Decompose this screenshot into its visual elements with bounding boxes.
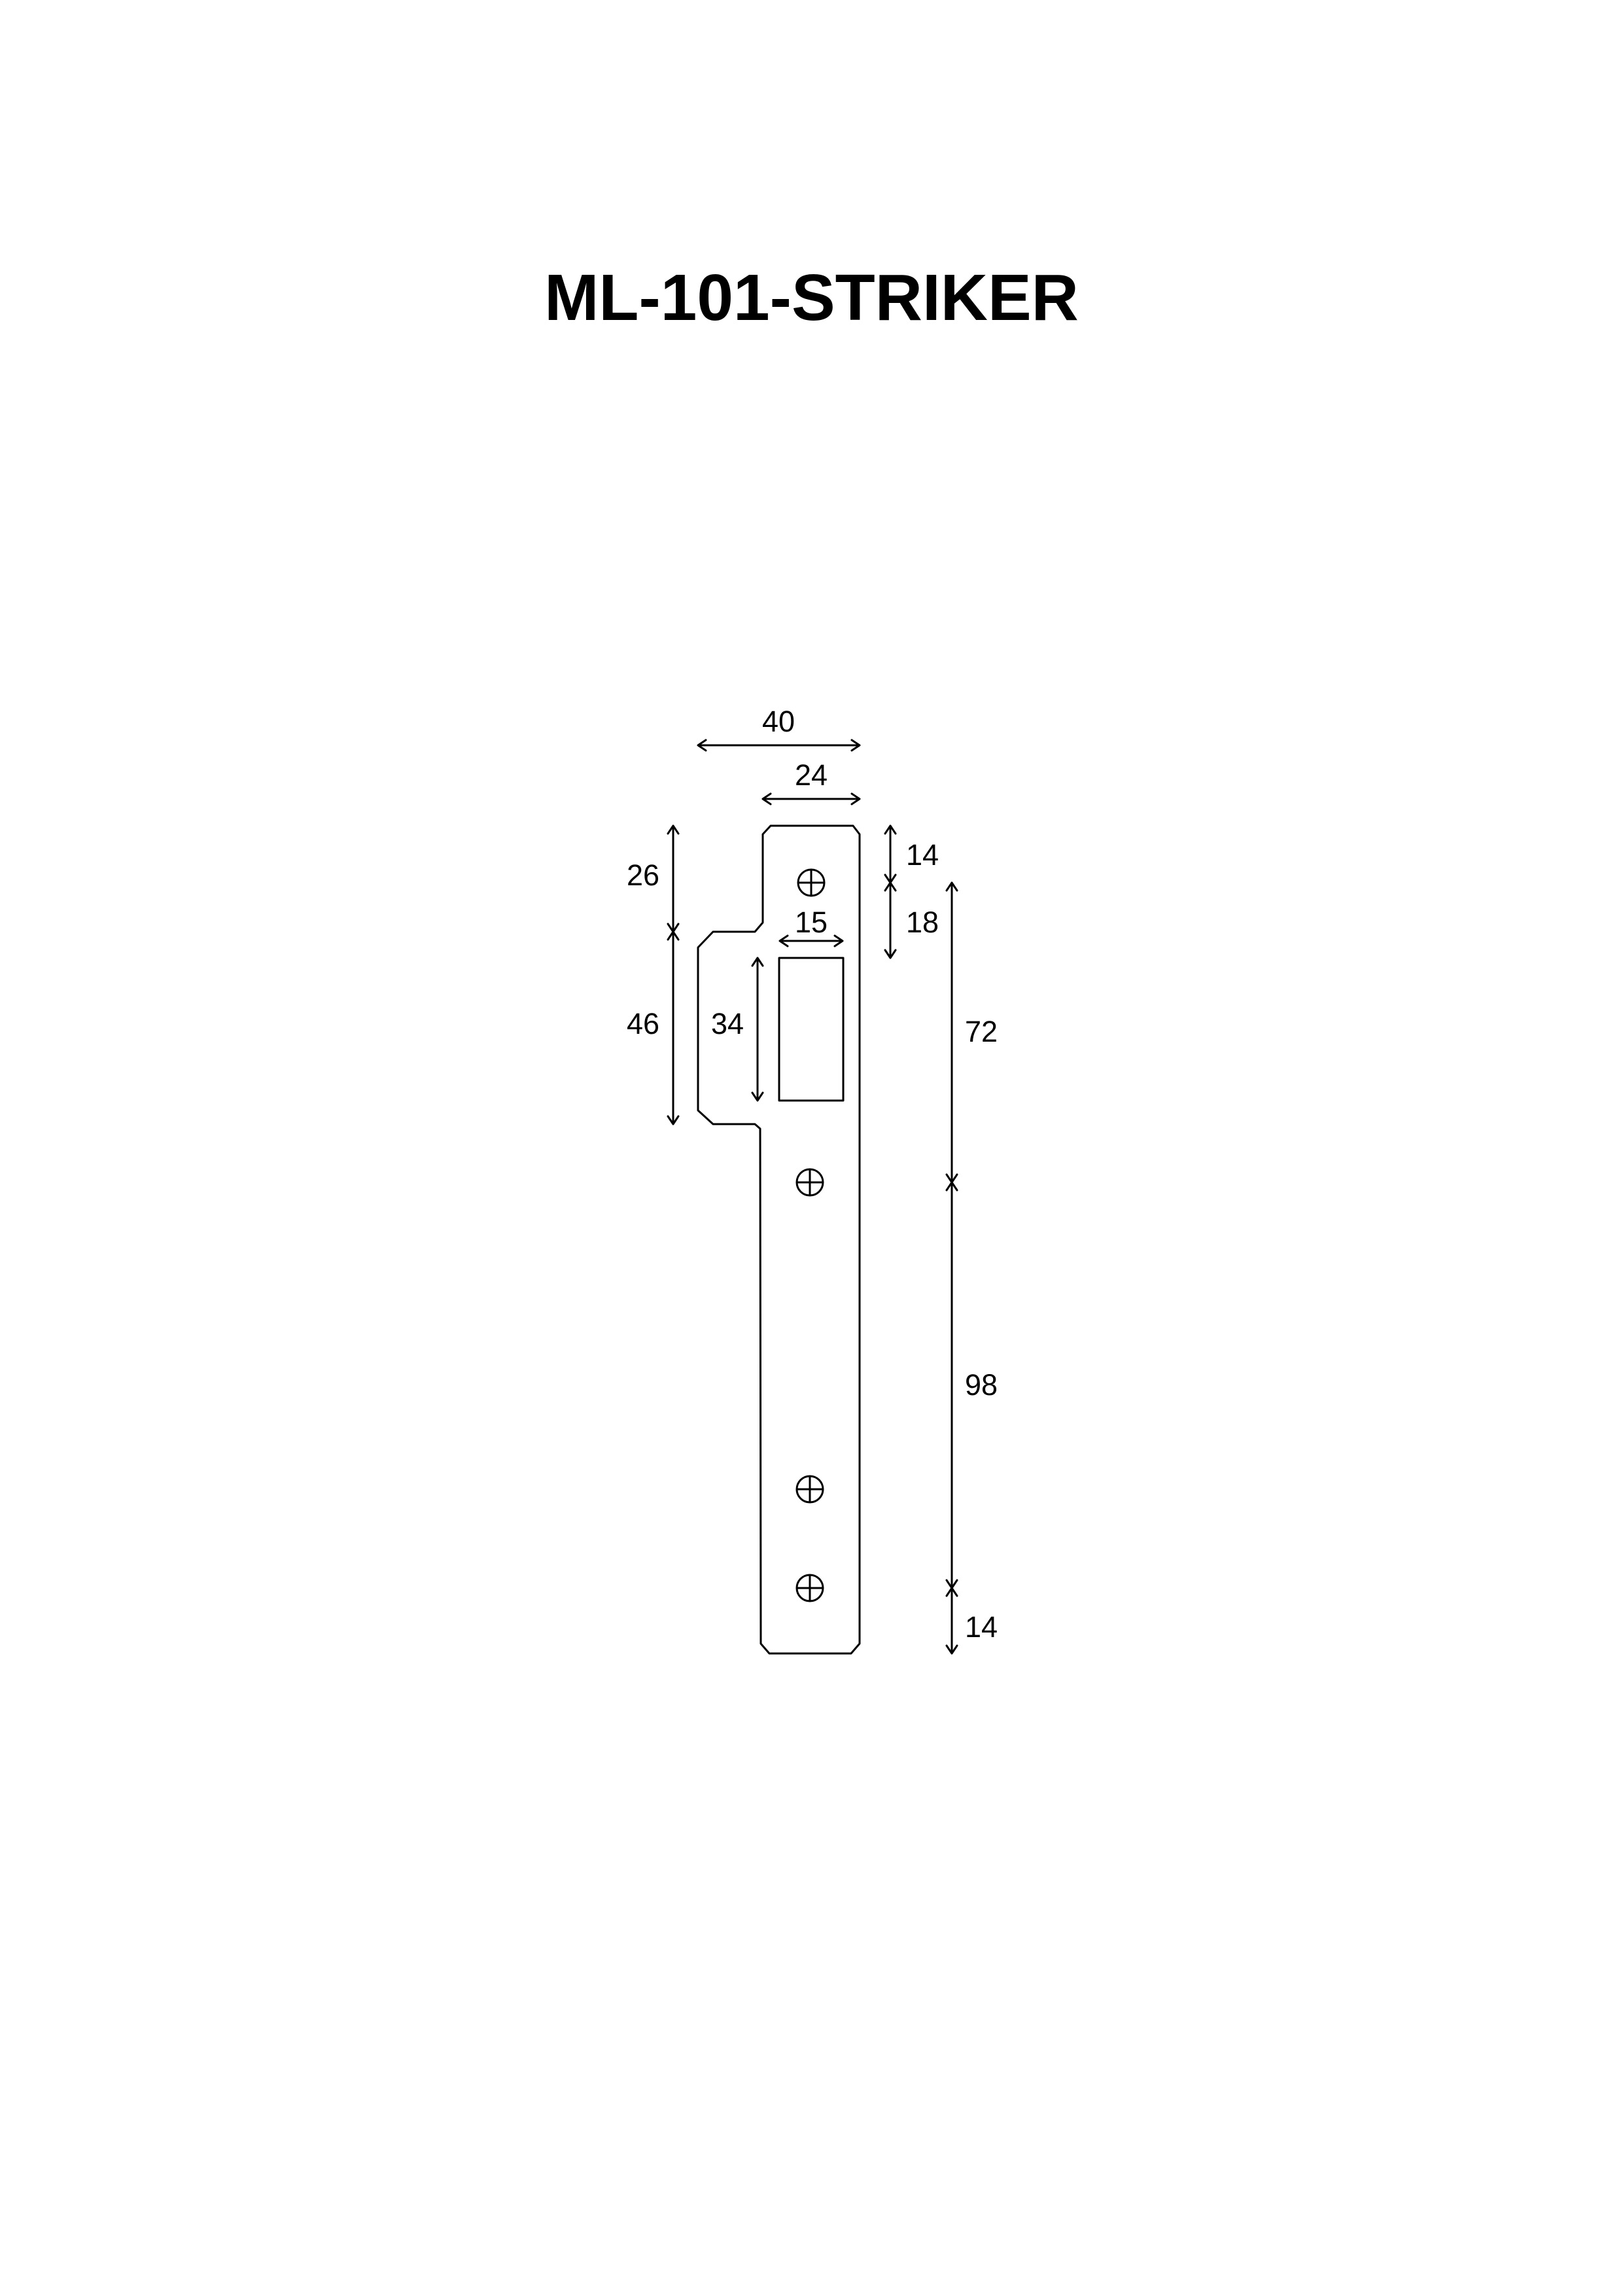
screw-hole-4 — [795, 1574, 824, 1602]
dimension-opening-height: 34 — [711, 957, 764, 1102]
dimension-label-hole-spacing-lower: 98 — [965, 1368, 998, 1402]
latch-opening — [778, 957, 845, 1102]
dimension-hole-spacing-upper: 72 — [945, 881, 998, 1184]
dimension-first-hole-to-opening: 18 — [884, 881, 939, 959]
dimension-overall-width: 40 — [697, 705, 861, 752]
dimension-label-first-hole-to-opening: 18 — [906, 906, 939, 939]
screw-hole-1 — [797, 868, 826, 897]
dimension-label-flange-height: 46 — [627, 1007, 659, 1040]
dimension-label-top-to-first-hole: 14 — [906, 838, 939, 872]
dimension-label-overall-width: 40 — [762, 705, 795, 738]
striker-plate-outline — [697, 824, 861, 1655]
dimension-bottom-to-last-hole: 14 — [945, 1587, 998, 1655]
dimension-label-opening-height: 34 — [711, 1007, 744, 1040]
dimension-label-bottom-to-last-hole: 14 — [965, 1610, 998, 1644]
dimension-flange-height: 46 — [627, 930, 680, 1125]
screw-hole-2 — [795, 1168, 824, 1197]
dimension-label-hole-spacing-upper: 72 — [965, 1015, 998, 1048]
screw-hole-3 — [795, 1475, 824, 1504]
dimension-label-top-to-flange: 26 — [627, 858, 659, 892]
dimension-label-plate-width: 24 — [795, 758, 828, 792]
dimension-plate-width: 24 — [761, 758, 861, 805]
dimension-top-to-first-hole: 14 — [884, 824, 939, 884]
dimension-hole-spacing-lower: 98 — [945, 1181, 998, 1589]
dimension-opening-width: 15 — [778, 906, 844, 947]
page-title: ML-101-STRIKER — [544, 261, 1079, 334]
dimension-label-opening-width: 15 — [795, 906, 828, 939]
dimension-top-to-flange: 26 — [627, 824, 680, 933]
